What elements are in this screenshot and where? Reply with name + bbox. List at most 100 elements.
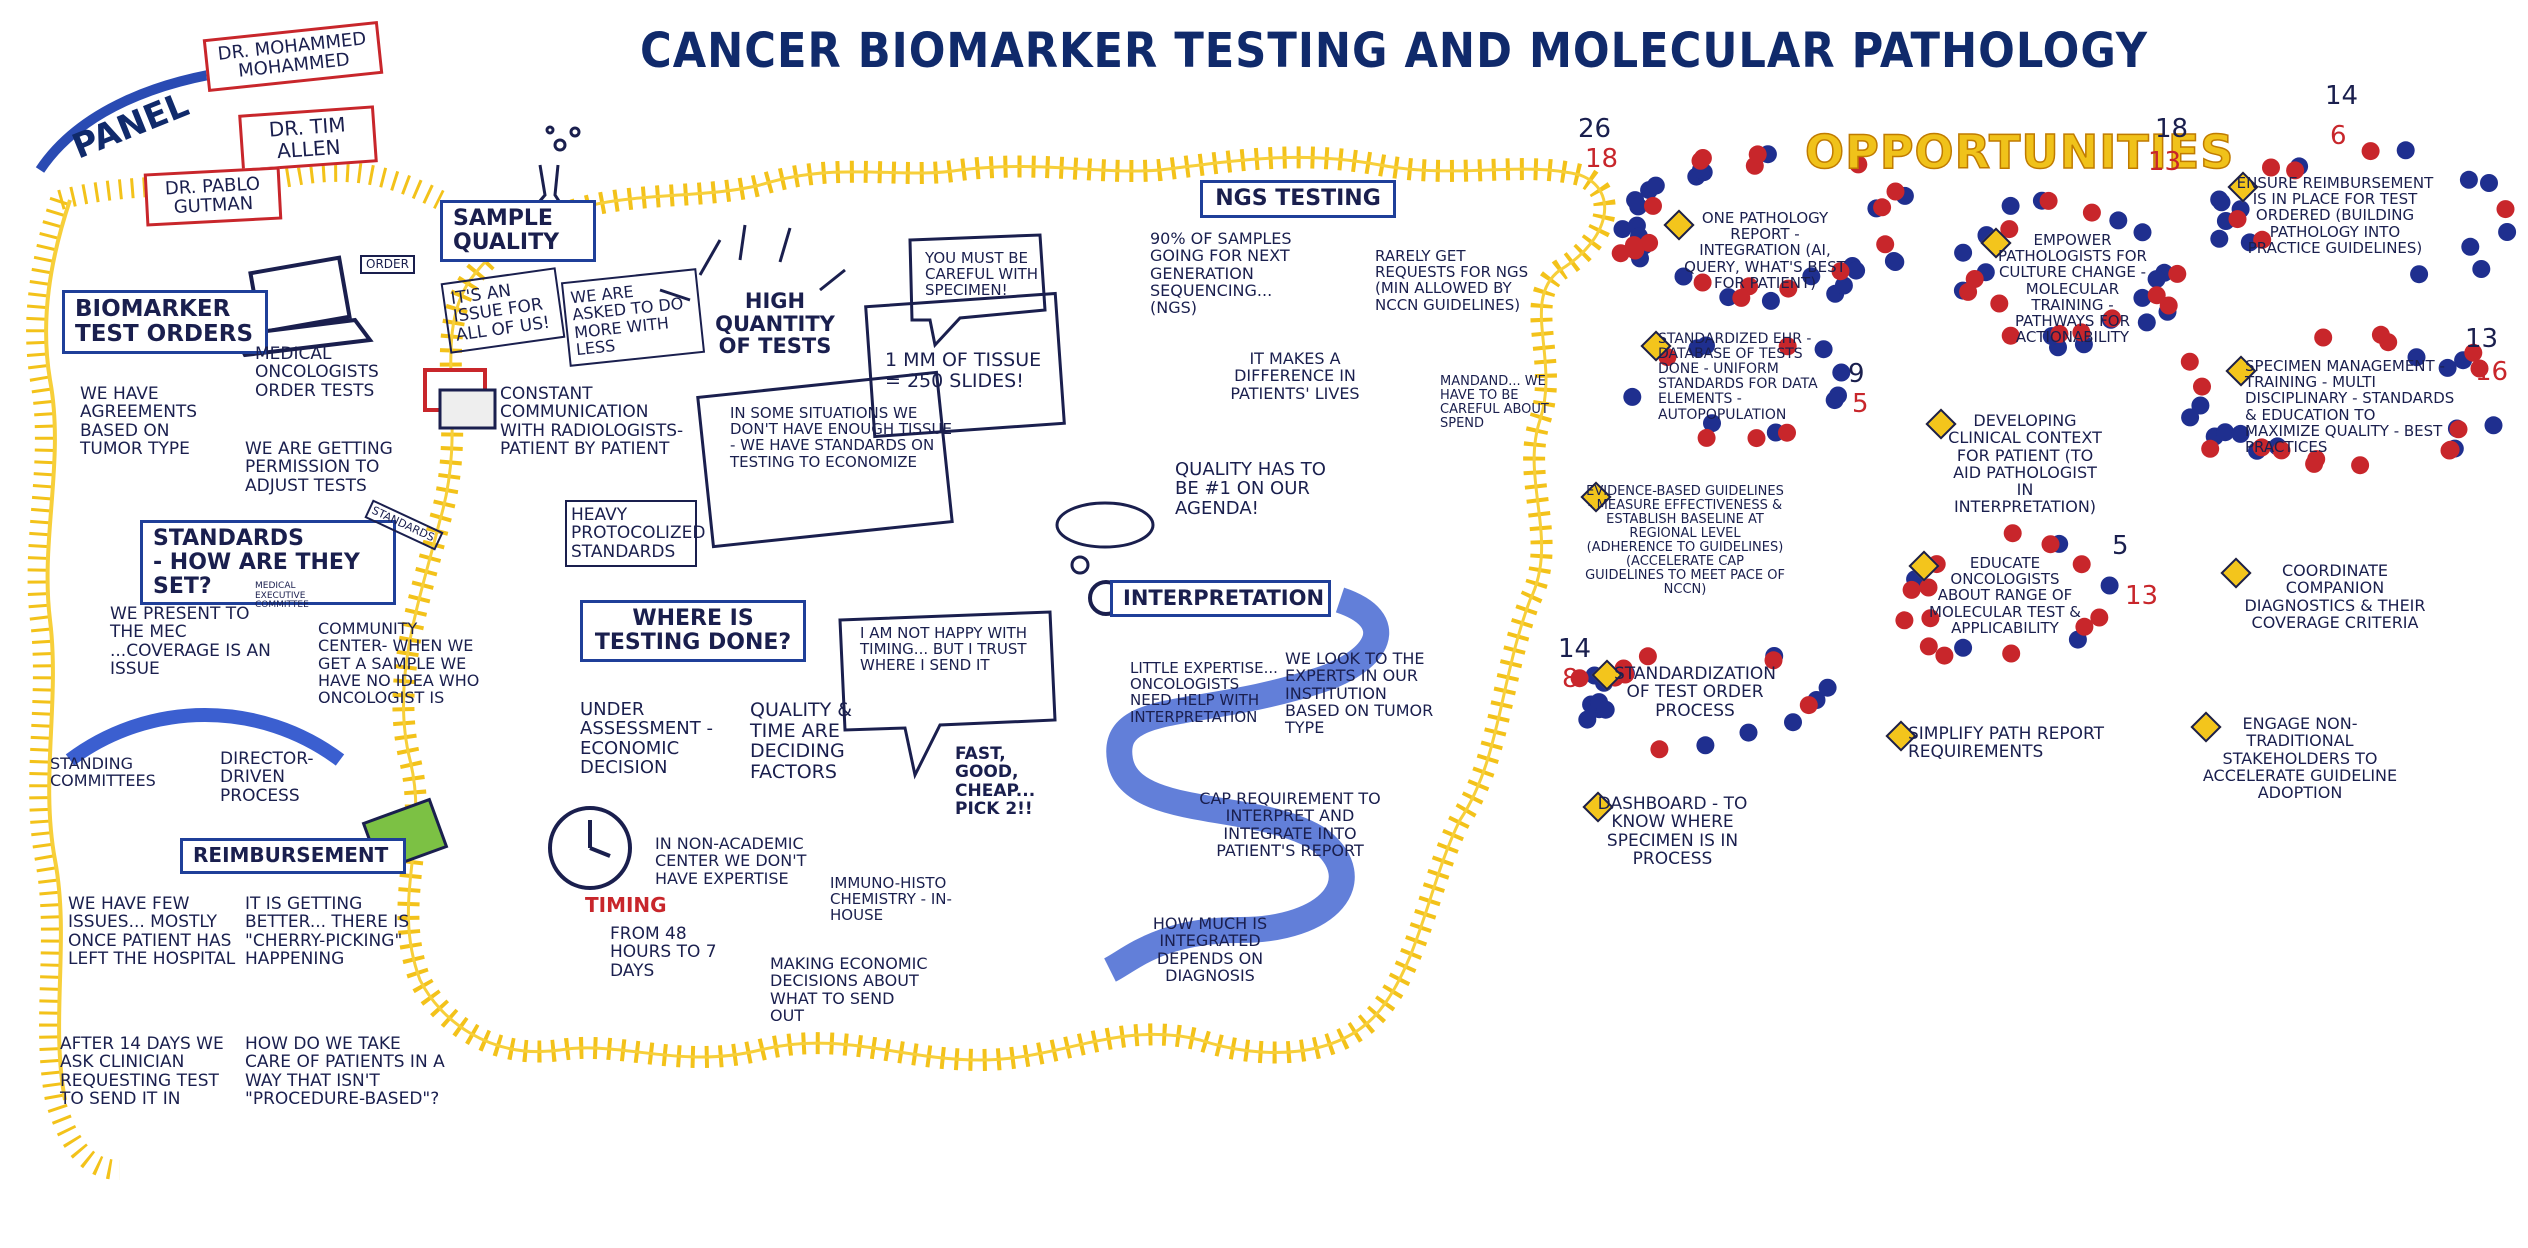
reimbursement-heading: REIMBURSEMENT xyxy=(180,838,406,874)
high-quantity-item-2: 1 MM OF TISSUE = 250 SLIDES! xyxy=(885,349,1042,392)
speaker-2: DR. TIM ALLEN xyxy=(238,105,378,172)
red-vote-dot xyxy=(1638,647,1657,666)
red-vote-dot xyxy=(1990,294,2009,313)
opp-4-red-count: 5 xyxy=(1852,389,1869,419)
red-vote-dot xyxy=(1959,282,1978,301)
blue-vote-dot xyxy=(1829,386,1847,405)
red-vote-dot xyxy=(2253,230,2272,249)
red-vote-dot xyxy=(1644,196,1662,215)
blue-vote-dot xyxy=(2147,270,2166,289)
red-vote-dot xyxy=(2168,264,2187,283)
biomarker-item-2: MEDICAL ONCOLOGISTS ORDER TESTS xyxy=(255,344,379,401)
blue-vote-dot xyxy=(2181,408,2200,427)
blue-vote-dot xyxy=(1596,700,1615,719)
red-vote-dot xyxy=(2228,210,2247,229)
arch xyxy=(65,708,345,766)
speaker-3: DR. PABLO GUTMAN xyxy=(143,166,283,227)
blue-vote-dot xyxy=(2480,174,2498,192)
blue-vote-dot xyxy=(2137,313,2156,332)
red-vote-dot xyxy=(2075,617,2094,636)
blue-vote-dot xyxy=(2410,265,2429,284)
red-vote-dot xyxy=(2193,377,2211,396)
red-vote-dot xyxy=(2082,203,2101,222)
ngs-item-5: QUALITY HAS TO BE #1 ON OUR AGENDA! xyxy=(1175,459,1326,519)
blue-vote-dot xyxy=(1954,243,1973,262)
red-vote-dot xyxy=(1895,611,1914,630)
interpretation-item-2: WE LOOK TO THE EXPERTS IN OUR INSTITUTIO… xyxy=(1285,649,1434,738)
interpretation-swirl xyxy=(1103,587,1390,982)
interpretation-item-3: CAP REQUIREMENT TO INTERPRET AND INTEGRA… xyxy=(1199,789,1381,860)
red-vote-dot xyxy=(2464,343,2483,362)
opp-1-blue-count: 26 xyxy=(1578,114,1612,144)
blue-vote-dot xyxy=(2498,223,2517,241)
red-vote-dot xyxy=(2262,158,2280,177)
blue-vote-dot xyxy=(2484,416,2503,435)
red-vote-dot xyxy=(1693,273,1712,292)
bubble-not-happy xyxy=(838,610,1057,780)
where-item-8: IMMUNO-HISTO CHEMISTRY - IN-HOUSE xyxy=(830,874,952,925)
red-vote-dot xyxy=(2000,220,2019,239)
red-vote-dot xyxy=(2314,328,2333,347)
rays xyxy=(659,224,846,302)
red-vote-dot xyxy=(2041,535,2060,554)
red-vote-dot xyxy=(2072,555,2091,574)
red-vote-dot xyxy=(1764,651,1783,670)
opp-10-label: STANDARDIZATION OF TEST ORDER PROCESS xyxy=(1614,664,1776,721)
where-testing-heading: WHERE IS TESTING DONE? xyxy=(580,600,806,662)
red-vote-dot xyxy=(1697,428,1716,447)
ngs-item-4: MANDAND... WE HAVE TO BE CAREFUL ABOUT S… xyxy=(1440,374,1549,432)
blue-vote-dot xyxy=(2472,260,2491,278)
red-vote-dot xyxy=(2002,644,2021,663)
opp-6-red-count: 16 xyxy=(2475,357,2509,387)
red-vote-dot xyxy=(2449,420,2468,439)
blue-vote-dot xyxy=(1818,678,1837,697)
opp-2-red-count: 13 xyxy=(2148,147,2182,177)
opp-4-label: STANDARDIZED EHR - DATABASE OF TESTS DON… xyxy=(1658,331,1818,423)
blue-vote-dot xyxy=(1802,267,1821,286)
where-item-4: FAST, GOOD, CHEAP... PICK 2!! xyxy=(955,744,1036,820)
thought-cloud xyxy=(1055,501,1155,549)
where-item-1: UNDER ASSESSMENT - ECONOMIC DECISION xyxy=(580,699,713,779)
opp-7-label: EVIDENCE-BASED GUIDELINES - MEASURE EFFE… xyxy=(1585,484,1785,598)
red-vote-dot xyxy=(1779,279,1798,298)
blue-vote-dot xyxy=(2191,396,2210,415)
blue-vote-dot xyxy=(1719,288,1738,307)
ngs-item-3: RARELY GET REQUESTS FOR NGS (MIN ALLOWED… xyxy=(1375,247,1529,314)
standards-heading: STANDARDS - HOW ARE THEY SET? xyxy=(140,520,396,606)
high-quantity-item-1: YOU MUST BE CAREFUL WITH SPECIMEN! xyxy=(925,249,1039,300)
opp-11-label: SIMPLIFY PATH REPORT REQUIREMENTS xyxy=(1908,724,2104,763)
red-vote-dot xyxy=(1831,262,1850,281)
order-label: ORDER xyxy=(360,255,415,274)
standards-item-2: MEDICAL EXECUTIVE COMMITTEE xyxy=(255,581,309,611)
red-vote-dot xyxy=(1732,288,1751,307)
red-vote-dot xyxy=(1849,155,1868,174)
interpretation-heading: INTERPRETATION xyxy=(1110,580,1331,617)
red-vote-dot xyxy=(2201,439,2220,458)
bubble-you-must xyxy=(908,233,1047,349)
opp-9-label: COORDINATE COMPANION DIAGNOSTICS & THEIR… xyxy=(2244,561,2426,632)
box-1mm xyxy=(864,291,1066,439)
blue-vote-dot xyxy=(1703,414,1721,433)
red-vote-dot xyxy=(1747,429,1766,448)
blue-vote-dot xyxy=(1578,710,1597,729)
reimbursement-item-1: WE HAVE FEW ISSUES... MOSTLY ONCE PATIEN… xyxy=(68,894,236,970)
red-vote-dot xyxy=(1799,696,1818,715)
blue-vote-dot xyxy=(2438,358,2457,377)
opp-4-blue-count: 9 xyxy=(1848,359,1865,389)
opp-8-blue-count: 5 xyxy=(2112,531,2129,561)
blue-vote-dot xyxy=(2100,576,2119,595)
ngs-item-2: IT MAKES A DIFFERENCE IN PATIENTS' LIVES xyxy=(1230,349,1360,403)
opp-2-blue-count: 18 xyxy=(2155,114,2189,144)
red-vote-dot xyxy=(1921,609,1940,628)
opportunities-heading: OPPORTUNITIES xyxy=(1804,125,2235,179)
opp-1-red-count: 18 xyxy=(1585,144,1619,174)
blue-vote-dot xyxy=(2001,196,2020,215)
red-vote-dot xyxy=(2147,286,2166,305)
red-vote-dot xyxy=(2090,608,2109,627)
red-vote-dot xyxy=(2252,438,2271,457)
high-quantity-heading: HIGH QUANTITY OF TESTS xyxy=(715,289,835,359)
red-vote-dot xyxy=(1778,337,1797,356)
red-vote-dot xyxy=(1570,669,1589,688)
sample-quality-item-2: WE ARE ASKED TO DO MORE WITH LESS xyxy=(560,268,706,367)
